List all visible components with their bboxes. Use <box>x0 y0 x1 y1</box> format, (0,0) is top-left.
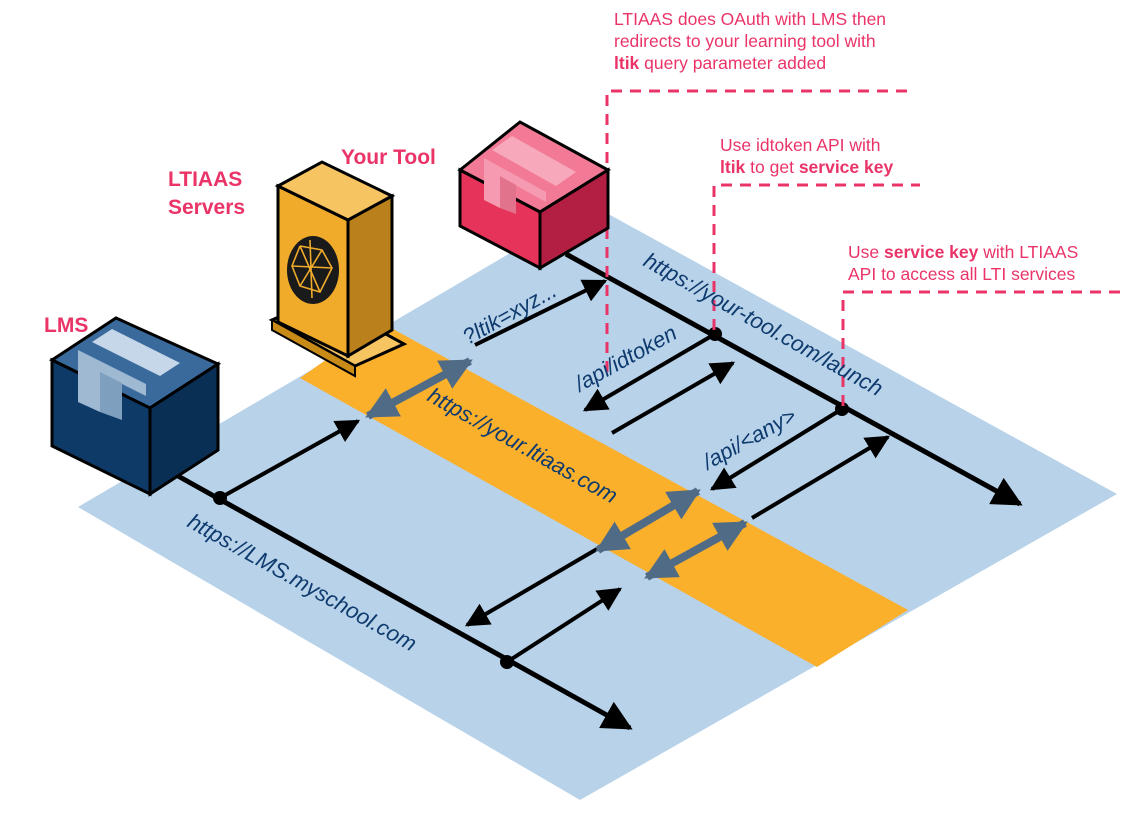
lms-lifeline <box>176 473 633 731</box>
server-tower-icon <box>268 160 408 378</box>
servers-label-line1: LTIAAS <box>168 168 242 191</box>
junction-dots <box>213 327 849 669</box>
callout-dashes <box>605 89 1122 406</box>
lms-label: LMS <box>44 314 88 337</box>
lms-box-icon <box>48 316 222 497</box>
tool-box-icon <box>457 120 611 271</box>
bidirectional-arrows <box>365 357 748 581</box>
tool-lifeline <box>564 251 1023 507</box>
service-key-note: Use service key with LTIAAS API to acces… <box>848 242 1079 284</box>
servers-label-line2: Servers <box>168 196 245 219</box>
flow-arrows <box>219 279 891 664</box>
tool-label: Your Tool <box>341 146 436 169</box>
oauth-note: LTIAAS does OAuth with LMS then redirect… <box>614 9 887 73</box>
idtoken-note: Use idtoken API with ltik to get service… <box>720 135 894 177</box>
